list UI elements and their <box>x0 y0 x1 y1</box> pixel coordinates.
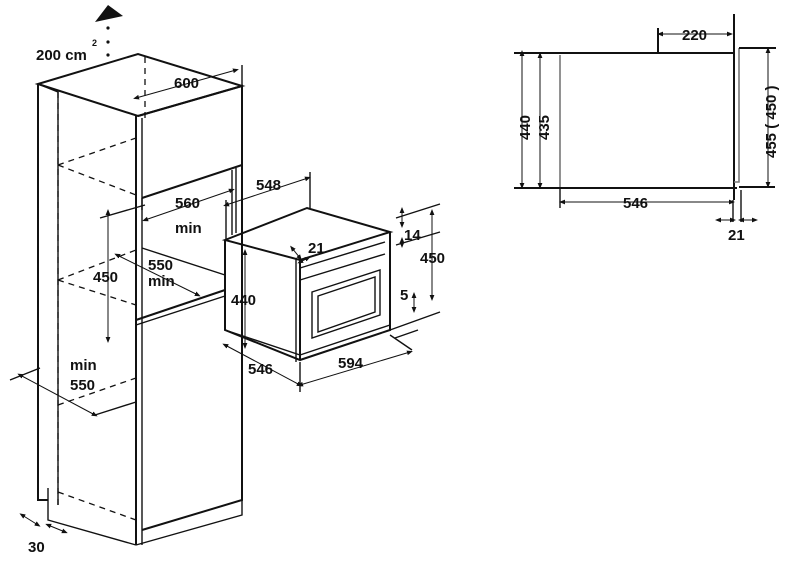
dim-plinth: 30 <box>28 539 45 556</box>
dim-niche-depth-min: min <box>148 273 175 290</box>
dim-niche-width: 560 <box>175 195 200 212</box>
oven <box>221 206 394 362</box>
side-view-drawing <box>514 14 776 223</box>
dim-cabinet-width: 600 <box>174 75 199 92</box>
dim-depth: 546 <box>623 195 648 212</box>
dim-front-thickness: 21 <box>728 227 745 244</box>
dim-oven-depth-548: 548 <box>256 177 281 194</box>
dim-cabinet-depth-min: min <box>70 357 97 374</box>
dim-niche-depth: 550 <box>148 257 173 274</box>
dim-oven-height: 440 <box>231 292 256 309</box>
dim-oven-width: 594 <box>338 355 364 372</box>
dim-front-height: 455 ( 450 ) <box>763 85 780 158</box>
dim-height-440: 440 <box>517 115 534 140</box>
dim-top-gap: 14 <box>404 227 421 244</box>
dim-cabinet-depth: 550 <box>70 377 95 394</box>
ventilation-label: 200 cm <box>36 47 87 64</box>
tall-cabinet <box>34 52 246 546</box>
dimension-lines <box>9 65 441 534</box>
dim-niche-height-450: 450 <box>420 250 445 267</box>
dim-front-offset: 21 <box>308 240 325 257</box>
dim-top-offset: 220 <box>682 27 707 44</box>
dim-niche-height-left: 450 <box>93 269 118 286</box>
dim-height-435: 435 <box>536 115 553 140</box>
dim-oven-depth-546: 546 <box>248 361 273 378</box>
dim-niche-width-min: min <box>175 220 202 237</box>
ventilation-arrow-icon <box>95 5 123 57</box>
ventilation-exponent: 2 <box>92 38 97 48</box>
dim-bottom-gap: 5 <box>400 287 408 304</box>
